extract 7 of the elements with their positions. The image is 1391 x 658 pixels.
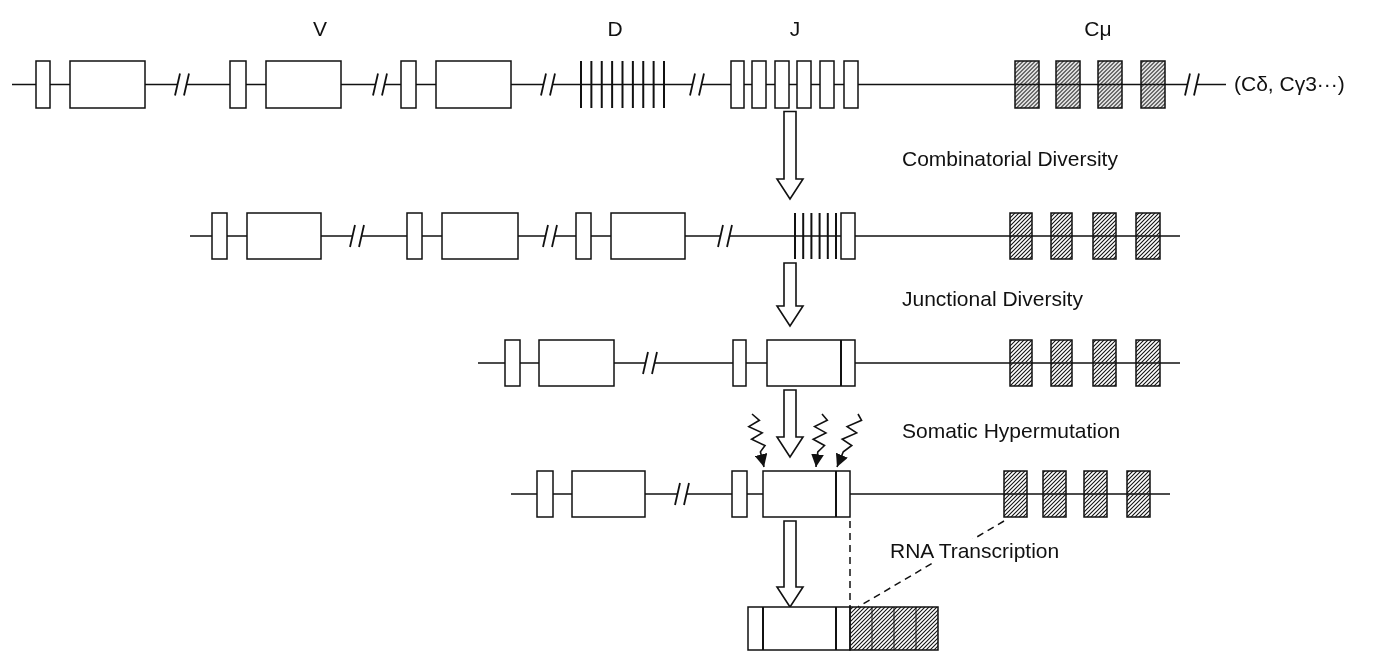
gene-note: (Cδ, Cγ3···)	[1234, 73, 1345, 94]
hollow-arrow	[775, 262, 805, 328]
mrna-drawing	[748, 607, 938, 650]
hollow-arrow	[775, 389, 805, 459]
hollow-arrow	[775, 110, 805, 201]
hollow-arrow	[775, 520, 805, 609]
dashed-line	[849, 520, 851, 608]
